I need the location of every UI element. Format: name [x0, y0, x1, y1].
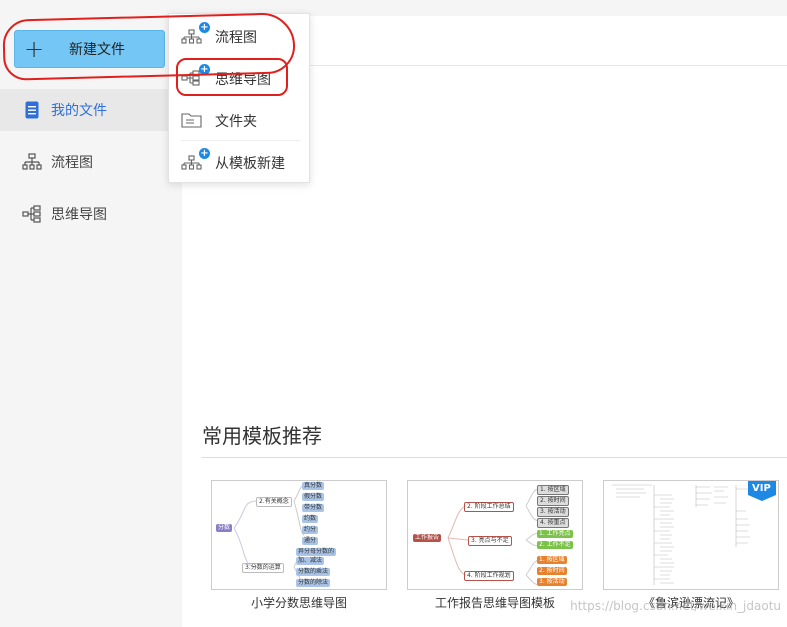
menu-item-flowchart[interactable]: + 流程图 [169, 16, 309, 58]
sidebar: + 新建文件 我的文件 流程图 思维导图 [0, 0, 182, 627]
template-add-icon: + [181, 148, 210, 173]
menu-item-mindmap[interactable]: + 思维导图 [169, 58, 309, 100]
flowchart-add-icon: + [181, 22, 210, 47]
mindmap-node: 2. 工作不足 [537, 541, 573, 549]
mindmap-preview [612, 481, 776, 585]
mindmap-node: 工作报告 [413, 534, 442, 542]
mindmap-node: 分数的乘法 [296, 568, 331, 576]
mindmap-node: 异分母分数的 [296, 548, 337, 556]
sidebar-item-my-files[interactable]: 我的文件 [0, 89, 182, 131]
menu-item-label: 文件夹 [215, 114, 257, 130]
templates-title: 常用模板推荐 [202, 424, 322, 448]
mindmap-node: 4. 按重点 [537, 518, 569, 528]
mindmap-node: 2.有关概念 [256, 497, 292, 507]
mindmap-node: 2. 按时间 [537, 567, 567, 575]
mindmap-node: 分数 [216, 524, 233, 532]
new-file-button[interactable]: + 新建文件 [14, 30, 165, 68]
menu-item-folder[interactable]: 文件夹 [169, 100, 309, 142]
mindmap-node: 分数的除法 [296, 579, 331, 587]
mindmap-node: 3.分数的运算 [242, 563, 284, 573]
mindmap-node: 1. 按区域 [537, 485, 569, 495]
mindmap-node: 1. 按区域 [537, 556, 567, 564]
template-card-work-report[interactable]: 工作报告 2. 阶段工作总结 3. 亮点与不足 4. 阶段工作规划 1. 按区域… [407, 480, 583, 590]
sidebar-item-label: 我的文件 [51, 103, 107, 119]
template-card-robinson[interactable]: VIP [603, 480, 779, 590]
mindmap-node: 4. 阶段工作规划 [464, 571, 514, 581]
divider [202, 457, 787, 458]
template-caption: 《鲁滨逊漂流记》 [642, 596, 739, 610]
new-file-label: 新建文件 [69, 42, 125, 58]
mindmap-node: 2. 按时间 [537, 496, 569, 506]
menu-item-label: 从模板新建 [215, 156, 285, 172]
watermark: https://blog.csdn.net/weixin_jdaotu [570, 599, 781, 613]
mindmap-node: 3. 亮点与不足 [468, 536, 512, 546]
mindmap-node: 2. 阶段工作总结 [464, 502, 514, 512]
vip-badge: VIP [752, 483, 771, 494]
template-caption: 小学分数思维导图 [250, 596, 347, 610]
mindmap-add-icon: + [181, 64, 210, 89]
sidebar-item-label: 流程图 [51, 155, 93, 171]
template-card-fractions[interactable]: 分数 2.有关概念 3.分数的运算 真分数 假分数 带分数 约数 约分 通分 异… [211, 480, 387, 590]
mindmap-node: 约数 [302, 515, 319, 523]
menu-divider [181, 140, 301, 141]
mindmap-node: 约分 [302, 526, 319, 534]
file-icon [20, 101, 44, 119]
menu-item-from-template[interactable]: + 从模板新建 [169, 142, 309, 184]
menu-item-label: 思维导图 [215, 72, 271, 88]
mindmap-node: 3. 按活动 [537, 507, 569, 517]
folder-icon [181, 111, 207, 131]
template-caption: 工作报告思维导图模板 [434, 596, 555, 610]
menu-item-label: 流程图 [215, 30, 257, 46]
mindmap-node: 假分数 [302, 493, 325, 501]
sidebar-item-mindmap[interactable]: 思维导图 [0, 193, 182, 235]
mindmap-node: 加、减法 [296, 557, 325, 565]
plus-icon: + [23, 35, 45, 63]
new-file-dropdown: + 流程图 + 思维导图 文件夹 + 从模板新建 [168, 13, 310, 183]
sidebar-item-label: 思维导图 [51, 207, 107, 223]
mindmap-node: 3. 按活动 [537, 578, 567, 586]
flowchart-icon [20, 153, 44, 171]
sidebar-item-flowchart[interactable]: 流程图 [0, 141, 182, 183]
mindmap-node: 通分 [302, 537, 319, 545]
mindmap-node: 真分数 [302, 482, 325, 490]
mindmap-node: 1. 工作亮点 [537, 530, 573, 538]
mindmap-icon [20, 205, 44, 223]
mindmap-node: 带分数 [302, 504, 325, 512]
